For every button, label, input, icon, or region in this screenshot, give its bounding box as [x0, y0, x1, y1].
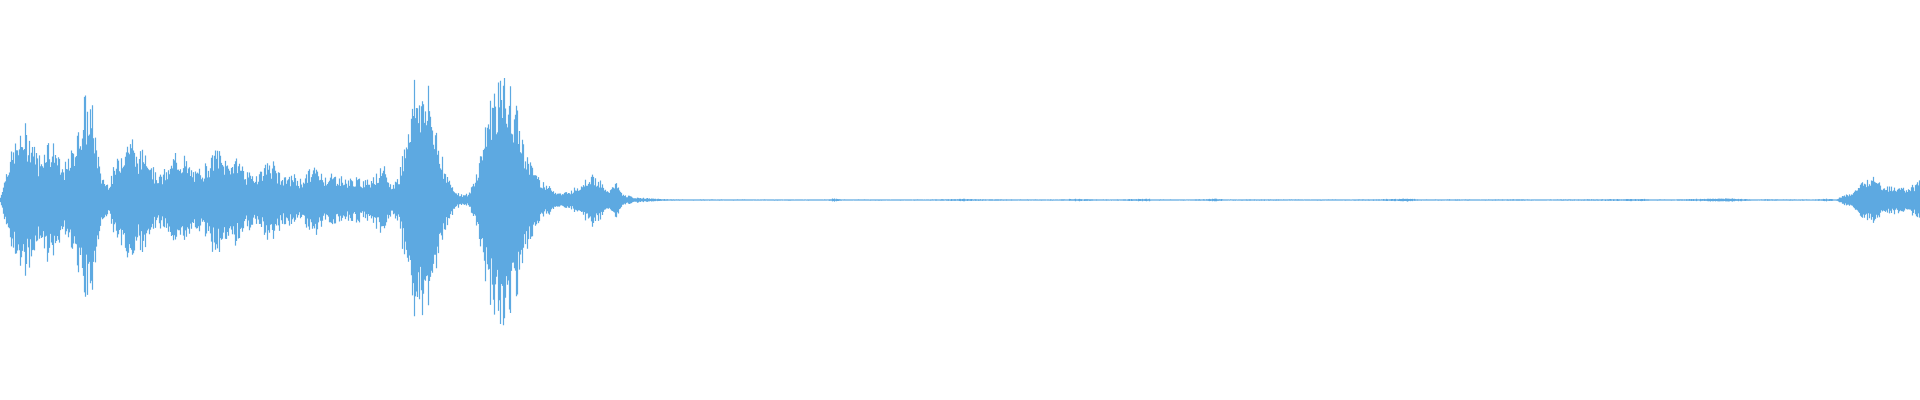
waveform-path: [0, 78, 1920, 326]
waveform-samples: [0, 78, 1920, 326]
